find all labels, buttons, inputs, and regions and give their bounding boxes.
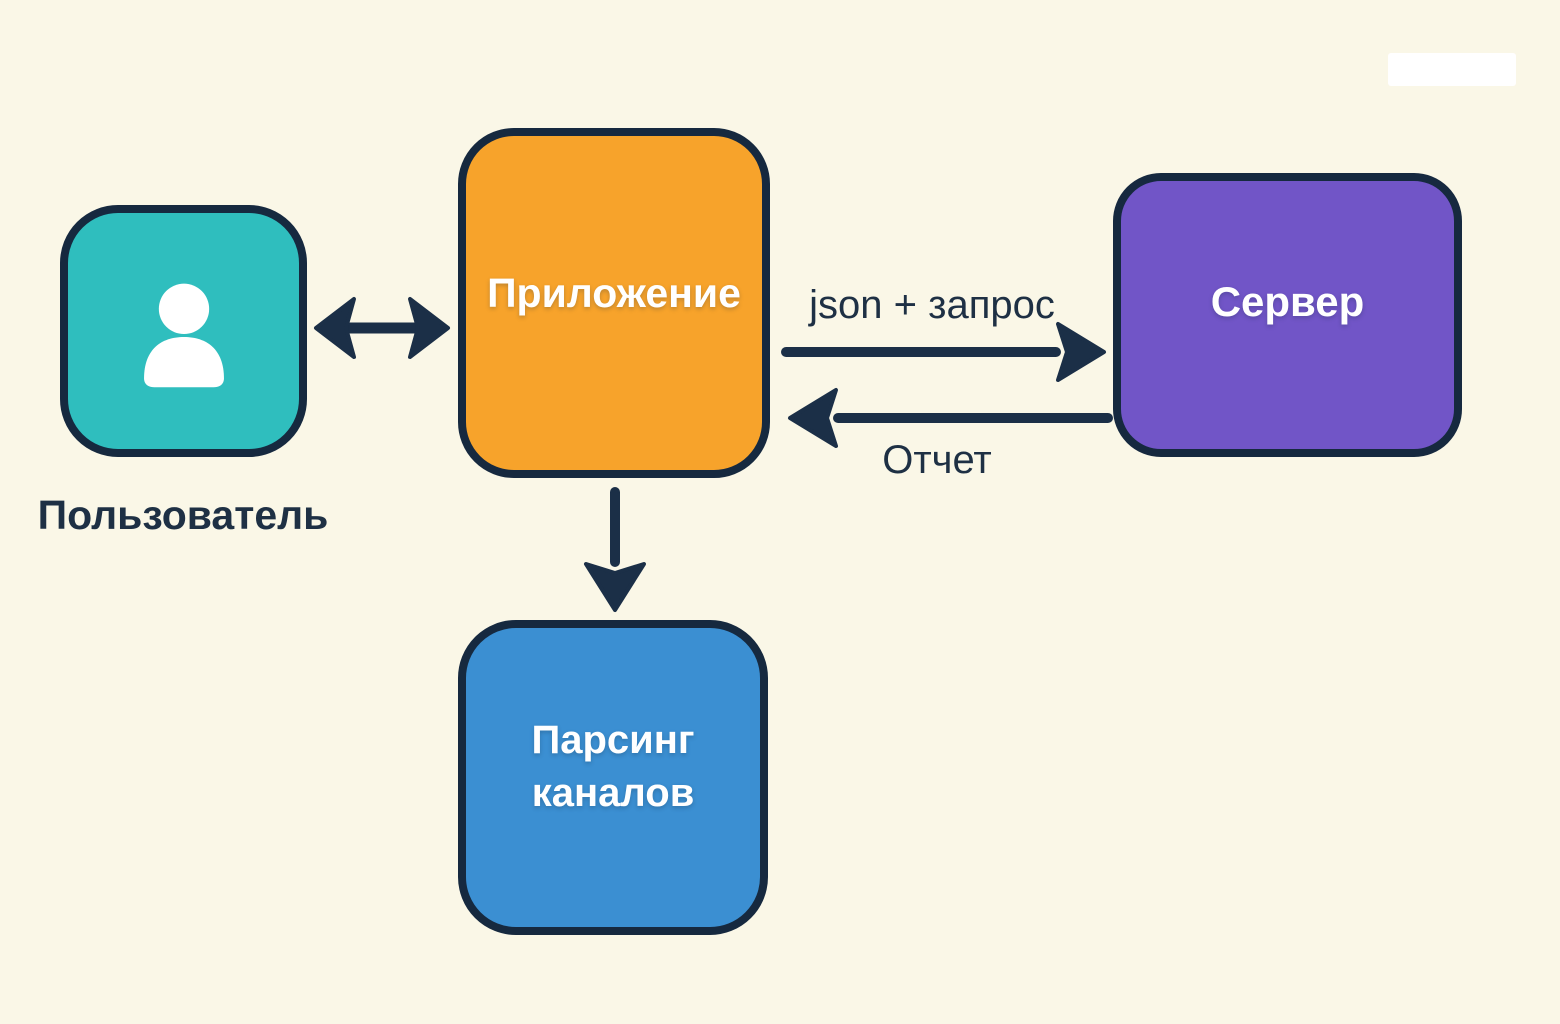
node-app: Приложение xyxy=(458,128,770,478)
node-server-label: Сервер xyxy=(1210,278,1365,325)
edge-label-json-request: json + запрос xyxy=(809,283,1055,327)
node-app-label: Приложение xyxy=(487,269,741,316)
person-icon xyxy=(143,283,224,388)
node-parser-label: Парсинг каналов xyxy=(531,717,695,815)
node-parser: Парсинг каналов xyxy=(458,620,768,935)
edge-server-app-arrow xyxy=(788,388,1113,448)
edge-label-report: Отчет xyxy=(882,438,992,482)
watermark-cover xyxy=(1388,53,1516,86)
edge-app-server-arrow xyxy=(781,322,1106,382)
node-user xyxy=(60,205,307,457)
node-server: Сервер xyxy=(1113,173,1462,457)
edge-user-app-bidirectional-arrow xyxy=(314,297,450,359)
edge-app-parser-arrow xyxy=(584,487,646,612)
node-user-label: Пользователь xyxy=(37,492,329,538)
